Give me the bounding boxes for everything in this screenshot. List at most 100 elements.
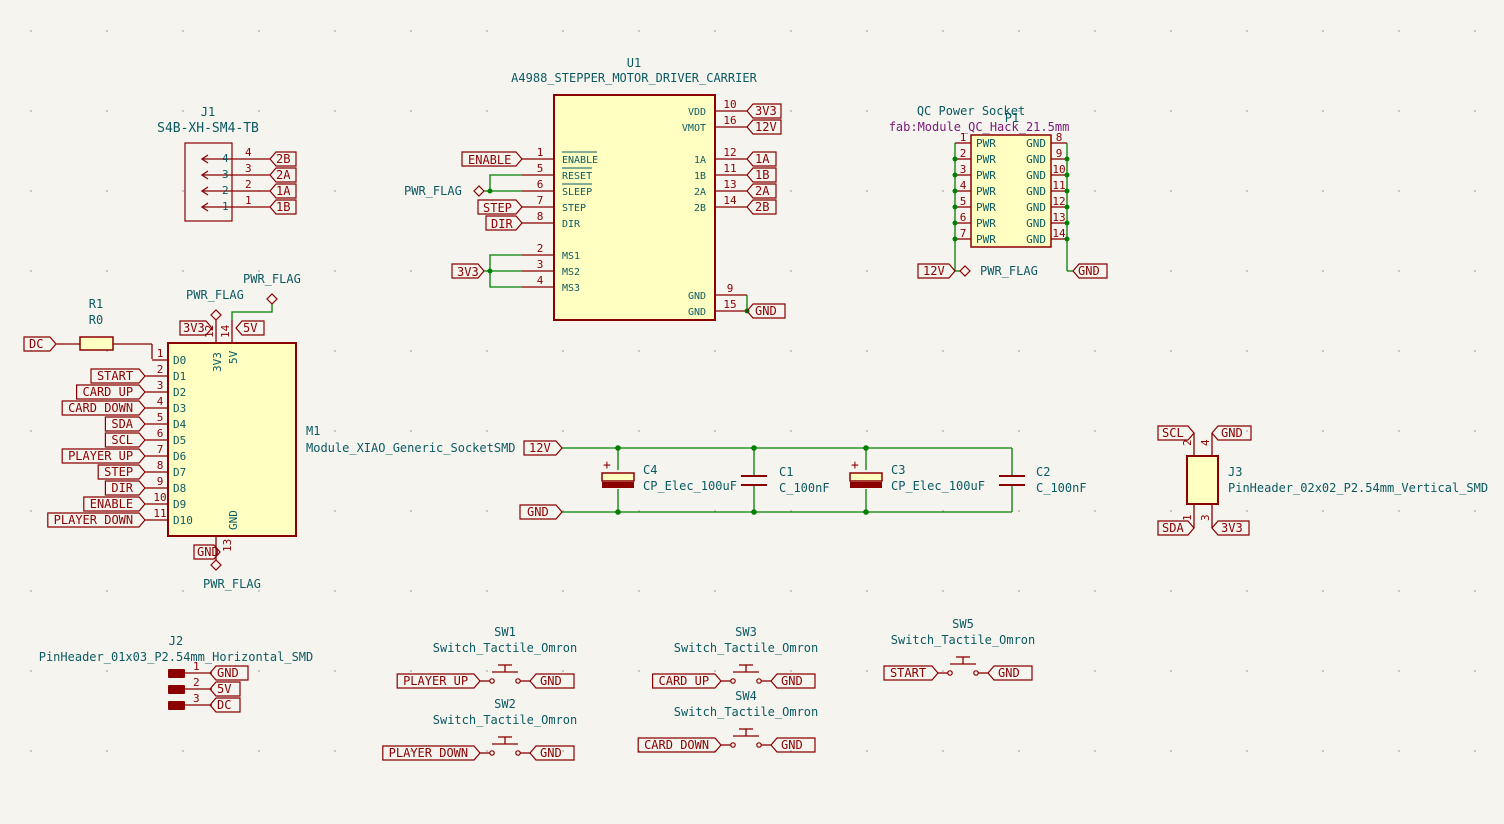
- grid-dot: [714, 590, 716, 592]
- power-socket-p1[interactable]: QC Power Socket P1 fab:Module_QC_Hack_21…: [889, 104, 1108, 279]
- grid-dot: [1094, 190, 1096, 192]
- driver-u1[interactable]: U1 A4988_STEPPER_MOTOR_DRIVER_CARRIER 1E…: [404, 56, 786, 321]
- grid-dot: [790, 430, 792, 432]
- net-label: PLAYER UP: [403, 674, 468, 688]
- grid-dot: [1246, 430, 1248, 432]
- connector-j1[interactable]: J1 S4B-XH-SM4-TB 4 3 2 1 4 3 2 1 2B 2A 1…: [157, 105, 297, 222]
- net-label: SCL: [1162, 426, 1184, 440]
- grid-dot: [182, 590, 184, 592]
- p1-pin-num: 2: [960, 147, 967, 160]
- svg-text:+: +: [851, 458, 859, 473]
- grid-dot: [30, 30, 32, 32]
- grid-dot: [486, 590, 488, 592]
- header-j2[interactable]: J2 PinHeader_01x03_P2.54mm_Horizontal_SM…: [39, 634, 314, 713]
- capacitor-bank[interactable]: + + C4 CP_Elec_100uF C1 C_100nF C3 CP_El…: [519, 440, 1087, 520]
- net-label: SDA: [111, 417, 133, 431]
- junction: [1064, 188, 1070, 194]
- net-label: GND: [1078, 264, 1100, 278]
- net-label: 2A: [755, 184, 770, 198]
- u1-pin-name: GND: [688, 307, 706, 318]
- j2-ref: J2: [169, 634, 183, 648]
- m1-pin-num: 9: [157, 475, 164, 488]
- p1-pin-num: 14: [1052, 227, 1066, 240]
- switch-contact: [756, 742, 762, 748]
- junction: [1064, 204, 1070, 210]
- u1-pin-name: 1B: [694, 171, 706, 182]
- grid-dot: [1474, 350, 1476, 352]
- c4-ref: C4: [643, 463, 657, 477]
- net-label: GND: [998, 666, 1020, 680]
- net-label: SCL: [111, 433, 133, 447]
- grid-dot: [1018, 110, 1020, 112]
- resistor-r1[interactable]: R1 R0 DC: [23, 297, 153, 359]
- m1-pin-num: 1: [157, 347, 164, 360]
- grid-dot: [1474, 510, 1476, 512]
- grid-dot: [30, 270, 32, 272]
- net-label: GND: [217, 666, 239, 680]
- grid-dot: [1018, 670, 1020, 672]
- p1-pin-name: PWR: [976, 217, 996, 230]
- j3-ref: J3: [1228, 465, 1242, 479]
- j3-pin-num: 1: [1181, 514, 1194, 521]
- grid-dot: [942, 190, 944, 192]
- grid-dot: [1094, 430, 1096, 432]
- net-label: DIR: [491, 217, 513, 231]
- switch-value: Switch_Tactile_Omron: [891, 633, 1036, 647]
- net-label: 1B: [755, 168, 769, 182]
- net-label: DC: [29, 337, 43, 351]
- grid-dot: [1398, 430, 1400, 432]
- grid-dot: [1322, 510, 1324, 512]
- junction: [952, 220, 958, 226]
- grid-dot: [942, 430, 944, 432]
- grid-dot: [1322, 670, 1324, 672]
- grid-dot: [1474, 430, 1476, 432]
- grid-dot: [486, 110, 488, 112]
- header-j3[interactable]: 2 4 1 3 SCL GND SDA 3V3 J3 PinHeader_02x…: [1157, 425, 1488, 536]
- switch-contact: [730, 678, 736, 684]
- switch-value: Switch_Tactile_Omron: [674, 641, 819, 655]
- u1-pin-num: 5: [537, 162, 544, 175]
- grid-dot: [866, 750, 868, 752]
- u1-pin-num: 3: [537, 258, 544, 271]
- grid-dot: [942, 750, 944, 752]
- net-label: GND: [1221, 426, 1243, 440]
- r1-ref: R1: [89, 297, 103, 311]
- grid-dot: [790, 670, 792, 672]
- switch-contact: [489, 750, 495, 756]
- switch-ref: SW1: [494, 625, 516, 639]
- p1-pin-name: GND: [1026, 169, 1046, 182]
- m1-pin-num: 6: [157, 427, 164, 440]
- switch-value: Switch_Tactile_Omron: [674, 705, 819, 719]
- net-label: 3V3: [1221, 521, 1243, 535]
- grid-dot: [942, 110, 944, 112]
- grid-dot: [1322, 30, 1324, 32]
- net-flag: [61, 448, 146, 464]
- net-label: START: [97, 369, 133, 383]
- p1-pin-name: GND: [1026, 217, 1046, 230]
- grid-dot: [638, 350, 640, 352]
- grid-dot: [334, 30, 336, 32]
- c1-value: C_100nF: [779, 481, 830, 495]
- u1-pin-name: GND: [688, 291, 706, 302]
- grid-dot: [30, 750, 32, 752]
- net-label: CARD DOWN: [644, 738, 709, 752]
- grid-dot: [1246, 190, 1248, 192]
- mcu-m1[interactable]: M1 Module_XIAO_Generic_SocketSMD 1D0STAR…: [47, 272, 516, 591]
- u1-pin-num: 10: [723, 98, 736, 111]
- grid-dot: [638, 430, 640, 432]
- grid-dot: [1398, 110, 1400, 112]
- j3-pin-num: 3: [1199, 514, 1212, 521]
- grid-dot: [1474, 670, 1476, 672]
- grid-dot: [1398, 750, 1400, 752]
- net-flag: [75, 384, 146, 400]
- u1-value: A4988_STEPPER_MOTOR_DRIVER_CARRIER: [511, 71, 757, 85]
- grid-dot: [1170, 510, 1172, 512]
- u1-pin-name: VDD: [688, 107, 706, 118]
